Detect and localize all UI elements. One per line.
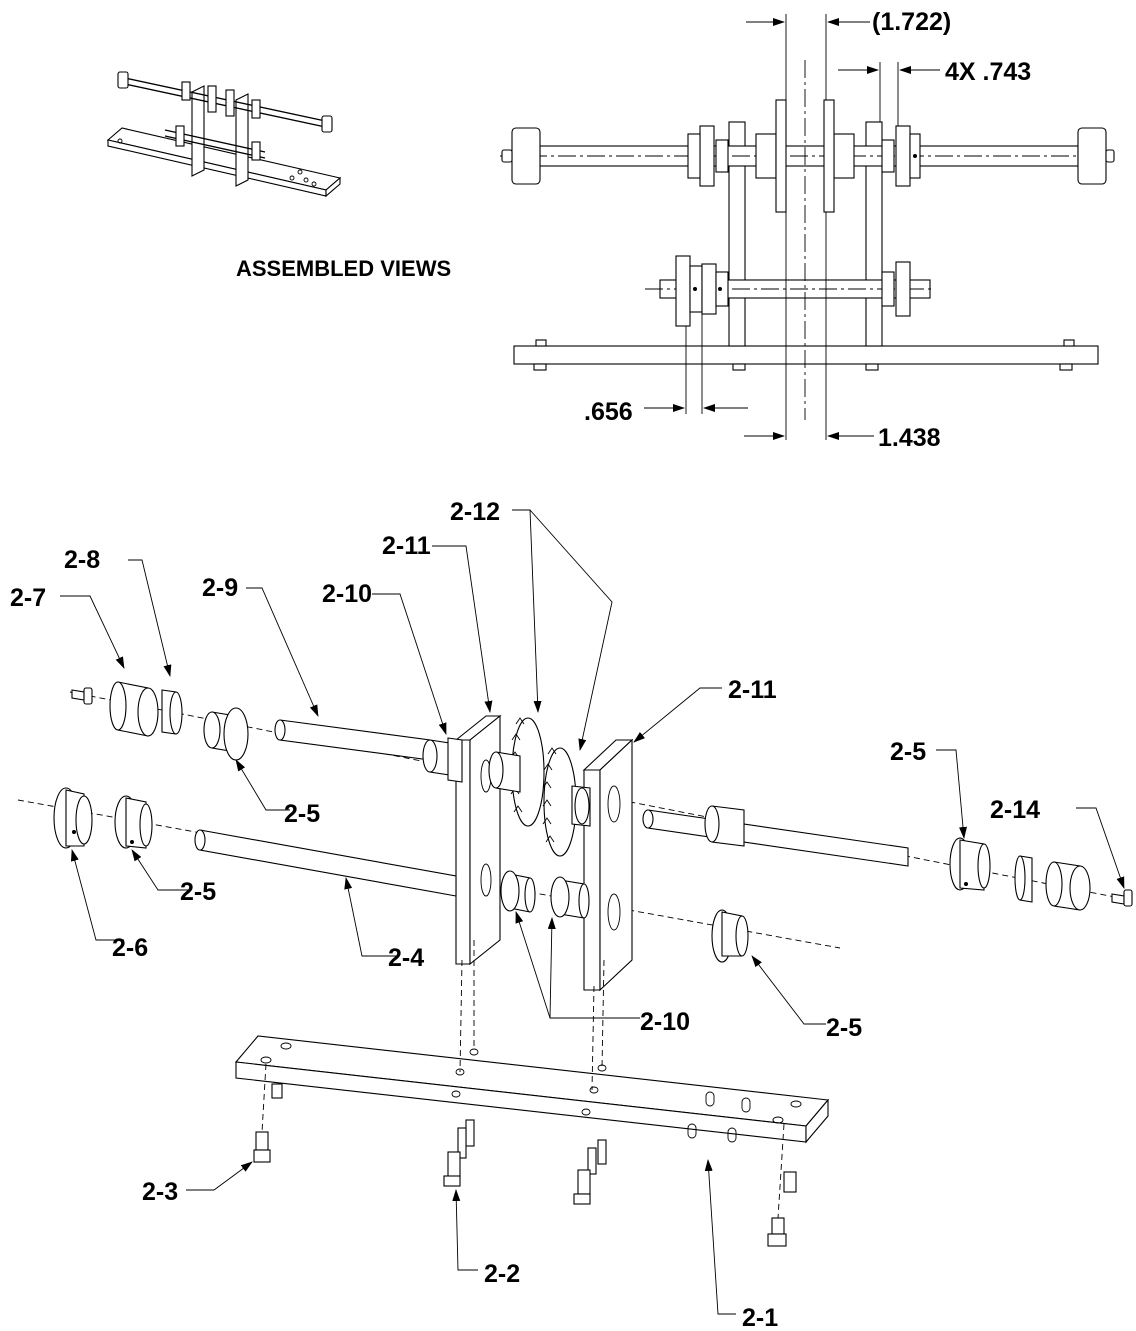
callout-2-5-right: 2-5: [890, 738, 926, 766]
front-view: [500, 14, 1115, 440]
callout-2-10-lower: 2-10: [640, 1008, 690, 1036]
callout-2-1: 2-1: [742, 1304, 778, 1331]
callout-2-4: 2-4: [388, 944, 424, 972]
dim-656: .656: [584, 398, 633, 426]
exploded-view: [17, 509, 1133, 1315]
callout-2-5-upper-left: 2-5: [284, 800, 320, 828]
callout-2-8: 2-8: [64, 546, 100, 574]
sprocket-left: [488, 717, 545, 827]
sprocket-right: [542, 747, 591, 857]
dim-4x-743: 4X .743: [945, 58, 1031, 86]
assembled-views-title: ASSEMBLED VIEWS: [236, 256, 451, 281]
callout-2-5-lower-left: 2-5: [180, 878, 216, 906]
callout-2-3: 2-3: [142, 1178, 178, 1206]
dim-1438: 1.438: [878, 424, 941, 452]
callout-2-14: 2-14: [990, 796, 1040, 824]
isometric-assembled-view: [106, 71, 342, 198]
callout-2-9: 2-9: [202, 574, 238, 602]
callout-2-5-lower-right: 2-5: [826, 1014, 862, 1042]
callout-2-10-upper: 2-10: [322, 580, 372, 608]
callout-2-7: 2-7: [10, 584, 46, 612]
callout-2-11-left: 2-11: [382, 532, 431, 560]
dim-1722: (1.722): [872, 8, 951, 36]
callout-2-6: 2-6: [112, 934, 148, 962]
callout-2-12: 2-12: [450, 498, 500, 526]
callout-2-11-right: 2-11: [728, 676, 777, 704]
callout-2-2: 2-2: [484, 1260, 520, 1288]
